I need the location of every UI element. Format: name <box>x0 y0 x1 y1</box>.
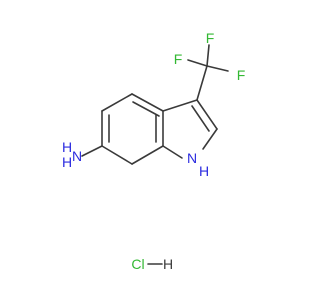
molecule-diagram: F F F N H H N H Cl H <box>62 30 246 272</box>
indole-hydrogen-label: H <box>199 163 209 179</box>
benzene-ring <box>101 93 164 165</box>
amine-nitrogen-label: N <box>72 148 82 164</box>
structure-canvas: F F F N H H N H Cl H <box>62 30 246 272</box>
amine-hydrogen-label: H <box>62 139 72 155</box>
fluorine-label-top: F <box>206 30 215 46</box>
amine-hydrogen-label-2: H <box>62 154 72 170</box>
hydrogen-label: H <box>163 256 173 272</box>
chlorine-label: Cl <box>131 256 144 272</box>
trifluoromethyl-group <box>187 44 229 101</box>
pyrrole-ring <box>162 99 218 159</box>
fluorine-label-left: F <box>174 51 183 67</box>
fluorine-label-right: F <box>237 67 246 83</box>
indole-nitrogen-label: N <box>187 150 197 166</box>
amine-bond <box>81 145 103 157</box>
